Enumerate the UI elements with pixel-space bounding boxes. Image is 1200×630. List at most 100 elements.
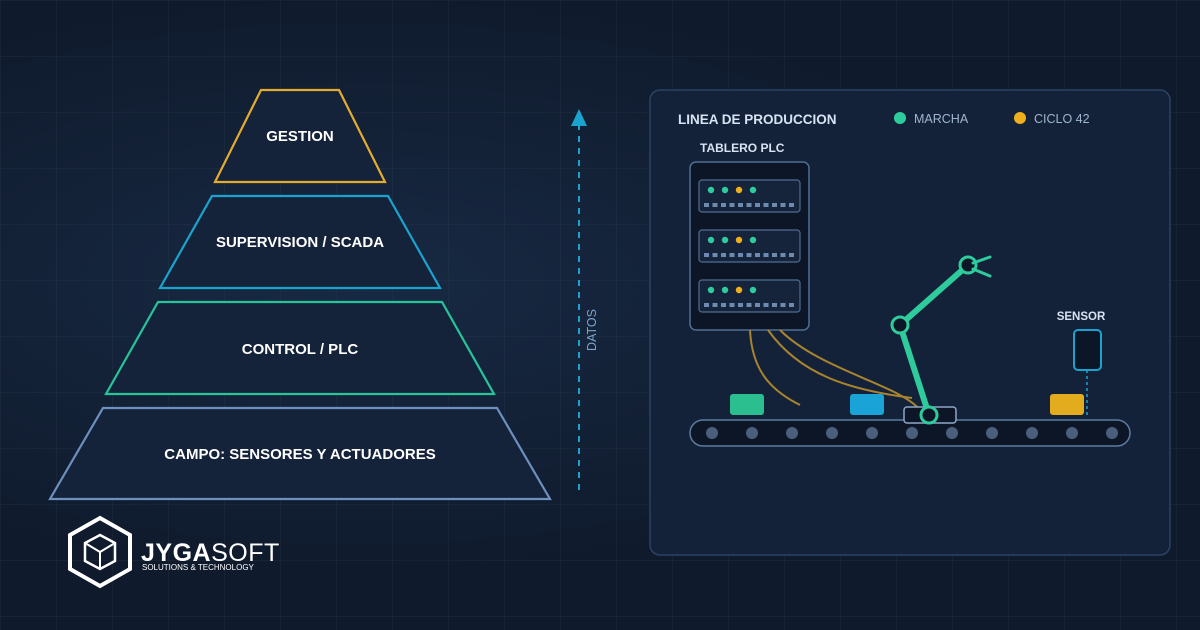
cable-1	[749, 329, 801, 406]
status-marcha-icon	[894, 112, 906, 124]
plc-port-icon	[772, 253, 777, 257]
data-flow-arrow: DATOS	[571, 109, 599, 490]
plc-led-icon	[721, 186, 729, 194]
conveyor-roller	[1066, 427, 1078, 439]
plc-port-icon	[721, 303, 726, 307]
production-title: LINEA DE PRODUCCION	[678, 112, 837, 127]
conveyor-roller	[946, 427, 958, 439]
pyramid-label-campo: CAMPO: SENSORES Y ACTUADORES	[164, 446, 435, 463]
plc-led-icon	[721, 236, 729, 244]
plc-port-icon	[780, 253, 786, 257]
plc-module	[698, 229, 801, 263]
conveyor-roller	[986, 427, 998, 439]
pyramid-label-gestion: GESTION	[266, 128, 334, 145]
plc-port-icon	[738, 253, 743, 257]
plc-port-icon	[780, 303, 786, 307]
jygasoft-logo: JYGASOFT SOLUTIONS & TECHNOLOGY	[68, 515, 280, 589]
product-box-green	[730, 394, 764, 415]
pyramid-label-supervision: SUPERVISION / SCADA	[216, 234, 384, 251]
plc-cabinet	[689, 161, 810, 331]
robot-upper-arm	[897, 262, 971, 328]
plc-port-icon	[738, 203, 743, 207]
logo-tagline: SOLUTIONS & TECHNOLOGY	[142, 563, 255, 572]
robot-elbow-joint	[890, 315, 910, 335]
plc-port-icon	[755, 203, 760, 207]
robot-lower-arm	[897, 322, 932, 418]
plc-led-icon	[721, 286, 729, 294]
plc-port-icon	[763, 203, 769, 207]
plc-led-icon	[707, 286, 715, 294]
conveyor-roller	[906, 427, 918, 439]
product-box-blue	[850, 394, 884, 415]
logo-wordmark: JYGASOFT	[141, 539, 280, 567]
plc-port-icon	[729, 303, 735, 307]
plc-led-icon	[707, 236, 715, 244]
plc-port-icon	[704, 203, 709, 207]
data-arrow-label: DATOS	[585, 309, 599, 351]
plc-port-icon	[704, 303, 709, 307]
conveyor-roller	[1026, 427, 1038, 439]
plc-port-icon	[789, 253, 794, 257]
plc-port-icon	[789, 303, 794, 307]
plc-cables	[749, 329, 921, 411]
plc-label: TABLERO PLC	[700, 141, 785, 155]
plc-port-icon	[746, 253, 752, 257]
status-marcha-label: MARCHA	[914, 112, 969, 126]
plc-port-icon	[789, 203, 794, 207]
plc-port-icon	[746, 303, 752, 307]
pyramid-level-supervision	[158, 194, 442, 290]
sensor-label: SENSOR	[1057, 311, 1106, 323]
plc-port-icon	[712, 303, 718, 307]
plc-port-icon	[755, 253, 760, 257]
cable-2	[767, 329, 913, 399]
status-ciclo-label: CICLO 42	[1034, 112, 1090, 126]
conveyor-rollers	[706, 427, 1118, 439]
cable-3	[779, 329, 921, 411]
plc-led-icon	[735, 286, 743, 294]
plc-port-icon	[704, 253, 709, 257]
robot-arm	[890, 255, 992, 425]
plc-led-icon	[735, 186, 743, 194]
plc-port-icon	[738, 303, 743, 307]
plc-port-icon	[712, 203, 718, 207]
automation-pyramid: GESTION SUPERVISION / SCADA CONTROL / PL…	[48, 88, 552, 501]
production-panel: LINEA DE PRODUCCION MARCHA CICLO 42 TABL…	[649, 89, 1171, 556]
hexagon-cube-icon	[68, 515, 132, 589]
robot-base-joint	[919, 405, 939, 425]
plc-led-icon	[749, 286, 757, 294]
conveyor-roller	[786, 427, 798, 439]
status-ciclo-icon	[1014, 112, 1026, 124]
sensor-device	[1073, 329, 1102, 371]
conveyor-belt	[689, 419, 1131, 447]
plc-port-icon	[763, 303, 769, 307]
plc-module	[698, 179, 801, 213]
conveyor-roller	[826, 427, 838, 439]
conveyor-roller	[706, 427, 718, 439]
plc-led-icon	[735, 236, 743, 244]
robot-gripper-finger-2	[971, 267, 992, 278]
plc-port-icon	[772, 203, 777, 207]
plc-led-icon	[749, 236, 757, 244]
plc-port-icon	[721, 203, 726, 207]
plc-led-icon	[707, 186, 715, 194]
conveyor-roller	[746, 427, 758, 439]
pyramid-level-campo	[48, 406, 552, 501]
plc-port-icon	[721, 253, 726, 257]
conveyor-roller	[866, 427, 878, 439]
plc-port-icon	[763, 253, 769, 257]
plc-port-icon	[729, 203, 735, 207]
plc-port-icon	[712, 253, 718, 257]
plc-port-icon	[780, 203, 786, 207]
plc-modules	[698, 179, 801, 313]
product-box-yellow	[1050, 394, 1084, 415]
plc-port-icon	[746, 203, 752, 207]
plc-port-icon	[772, 303, 777, 307]
conveyor-roller	[1106, 427, 1118, 439]
robot-gripper-finger-1	[971, 255, 992, 265]
plc-port-icon	[755, 303, 760, 307]
pyramid-level-gestion	[213, 88, 387, 184]
plc-port-icon	[729, 253, 735, 257]
pyramid-level-control	[104, 300, 496, 396]
plc-module	[698, 279, 801, 313]
